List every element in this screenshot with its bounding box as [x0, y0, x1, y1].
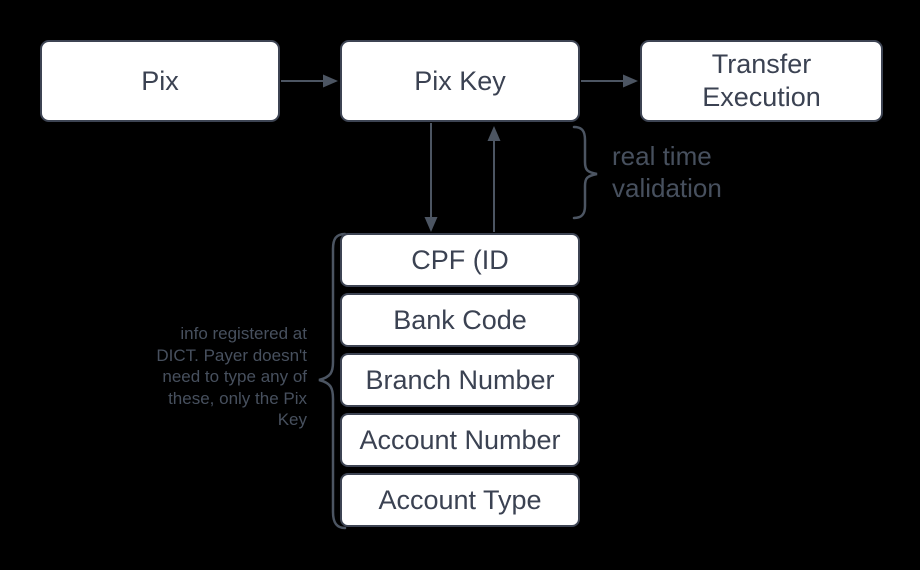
dict-note-line: need to type any of [162, 367, 307, 386]
arrowhead-stack-up-icon [487, 126, 501, 141]
brace-realtime-validation-icon [572, 125, 598, 220]
dict-note: info registered at DICT. Payer doesn't n… [138, 323, 307, 431]
arrowhead-pix-to-pixkey-icon [323, 74, 338, 88]
node-pix: Pix [40, 40, 280, 122]
node-transfer-execution-label: Transfer Execution [702, 49, 821, 112]
arrowhead-pixkey-to-transfer-icon [623, 74, 638, 88]
dict-note-line: info registered at [180, 324, 307, 343]
realtime-validation-note: real time validation [612, 141, 722, 203]
node-pix-key-label: Pix Key [414, 65, 506, 96]
node-account-type-label: Account Type [378, 484, 542, 515]
node-transfer-execution: Transfer Execution [640, 40, 883, 122]
node-account-number-label: Account Number [359, 424, 561, 455]
arrowhead-pixkey-down-icon [424, 217, 438, 232]
node-account-type: Account Type [340, 473, 580, 527]
node-cpf-id-label: CPF (ID [411, 244, 509, 275]
node-bank-code-label: Bank Code [393, 304, 527, 335]
dict-note-line: DICT. Payer doesn't [156, 345, 307, 365]
node-pix-key: Pix Key [340, 40, 580, 122]
node-pix-label: Pix [141, 65, 179, 96]
node-bank-code: Bank Code [340, 293, 580, 347]
dict-note-line: these, only the Pix [168, 388, 307, 408]
node-branch-number-label: Branch Number [365, 364, 555, 395]
dict-note-line: Key [277, 410, 307, 429]
node-account-number: Account Number [340, 413, 580, 467]
node-branch-number: Branch Number [340, 353, 580, 407]
node-cpf-id: CPF (ID [340, 233, 580, 287]
